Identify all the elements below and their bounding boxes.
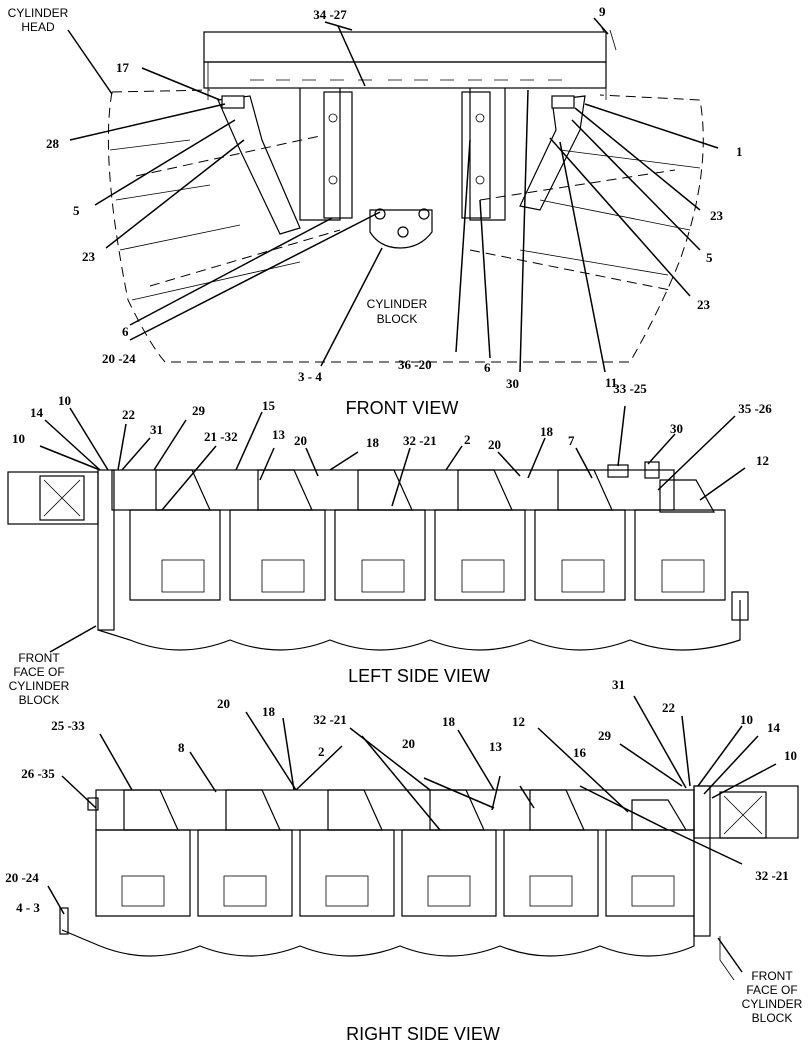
- callout-20-left-a: 20: [294, 433, 307, 448]
- callout-16: 16: [573, 745, 587, 760]
- callout-13-right: 13: [489, 739, 503, 754]
- left-end-cover: [39, 475, 85, 521]
- callout-23-left: 23: [82, 249, 96, 264]
- right-valve-post: [519, 95, 586, 211]
- note-front-face-left-1: FRONT: [18, 651, 60, 665]
- callout-31-left: 31: [150, 422, 163, 437]
- callout-11: 11: [605, 375, 617, 390]
- note-front-face-right-2: FACE OF: [746, 983, 797, 997]
- callout-5-right: 5: [706, 250, 713, 265]
- callout-12-right: 12: [512, 714, 525, 729]
- callout-30-front: 30: [506, 376, 519, 391]
- front-view-drawing: [107, 23, 704, 363]
- callout-2-left: 2: [464, 432, 471, 447]
- callout-31-right: 31: [612, 677, 625, 692]
- callout-10-right-top: 10: [740, 712, 753, 727]
- front-view-leaders: [67, 17, 719, 373]
- callout-1: 1: [736, 144, 743, 159]
- right-side-view-title: RIGHT SIDE VIEW: [346, 1024, 500, 1044]
- callout-18-left-b: 18: [540, 424, 554, 439]
- callout-33-25: 33 -25: [613, 381, 647, 396]
- callout-15: 15: [262, 398, 276, 413]
- callout-23-right-lower: 23: [697, 297, 711, 312]
- note-front-face-right-4: BLOCK: [752, 1011, 793, 1025]
- callout-13-left: 13: [272, 427, 286, 442]
- callout-22-right: 22: [662, 700, 675, 715]
- callout-10-left-top: 10: [58, 393, 71, 408]
- front-bracket-left: [299, 88, 341, 221]
- callout-29-left: 29: [192, 403, 206, 418]
- left-side-view-leaders: [39, 405, 746, 653]
- note-front-face-left-2: FACE OF: [13, 665, 64, 679]
- callout-32-21-right-lower: 32 -21: [755, 868, 789, 883]
- callout-6-right: 6: [484, 360, 491, 375]
- callout-34-27: 34 -27: [313, 7, 347, 22]
- callout-2-right: 2: [318, 744, 325, 759]
- callout-7: 7: [568, 433, 575, 448]
- callout-25-33: 25 -33: [51, 718, 85, 733]
- front-bracket-right: [469, 88, 506, 221]
- callout-14-left: 14: [30, 405, 44, 420]
- right-valve-cover: [95, 789, 695, 831]
- right-side-view-leaders: [47, 695, 777, 973]
- callout-35-26: 35 -26: [738, 401, 772, 416]
- callout-20-left-b: 20: [488, 437, 501, 452]
- callout-32-21-left: 32 -21: [403, 433, 437, 448]
- callout-20-right-a: 20: [217, 696, 230, 711]
- callout-30-left: 30: [670, 421, 683, 436]
- note-cylinder-head-2: HEAD: [21, 20, 55, 34]
- front-plate: [369, 209, 433, 249]
- callout-10-left-side: 10: [12, 431, 25, 446]
- callout-21-32: 21 -32: [204, 429, 238, 444]
- callout-14-right: 14: [767, 720, 781, 735]
- callout-18-left-a: 18: [366, 435, 380, 450]
- callout-9: 9: [599, 4, 606, 19]
- callout-26-35: 26 -35: [21, 766, 55, 781]
- callout-12-left: 12: [756, 453, 769, 468]
- callout-20-24-right: 20 -24: [5, 870, 39, 885]
- callout-5-left: 5: [73, 203, 80, 218]
- note-front-face-left-3: CYLINDER: [9, 679, 70, 693]
- callout-32-21-right-top: 32 -21: [313, 712, 347, 727]
- note-cylinder-block-1: CYLINDER: [367, 297, 428, 311]
- callout-20-right-b: 20: [402, 736, 415, 751]
- callout-20-24: 20 -24: [102, 351, 136, 366]
- callout-17: 17: [116, 60, 130, 75]
- callout-6-left: 6: [122, 324, 129, 339]
- note-front-face-left-4: BLOCK: [19, 693, 60, 707]
- callout-23-right-upper: 23: [710, 208, 724, 223]
- note-cylinder-head-1: CYLINDER: [8, 6, 69, 20]
- callout-29-right: 29: [598, 728, 612, 743]
- right-end-cover: [719, 791, 767, 839]
- callout-36-20: 36 -20: [398, 357, 432, 372]
- callout-3-4: 3 - 4: [298, 369, 322, 384]
- left-side-view-title: LEFT SIDE VIEW: [348, 666, 490, 686]
- note-front-face-right-1: FRONT: [751, 969, 793, 983]
- front-view-title: FRONT VIEW: [346, 398, 459, 418]
- callout-22-left: 22: [122, 407, 135, 422]
- left-valve-post: [217, 95, 301, 235]
- callout-10-right-side: 10: [784, 748, 797, 763]
- cylinder-head-outline: [111, 89, 211, 93]
- callout-18-right-b: 18: [442, 714, 456, 729]
- callout-28: 28: [46, 136, 60, 151]
- callout-8: 8: [178, 740, 185, 755]
- callout-4-3: 4 - 3: [16, 900, 40, 915]
- left-side-view-drawing: [7, 461, 749, 651]
- valve-cover-top: [203, 31, 607, 63]
- right-side-view-drawing: [59, 785, 799, 981]
- note-cylinder-block-2: BLOCK: [377, 312, 418, 326]
- note-front-face-right-3: CYLINDER: [742, 997, 803, 1011]
- valve-cover-ribs: [203, 61, 607, 89]
- callout-18-right-a: 18: [262, 704, 276, 719]
